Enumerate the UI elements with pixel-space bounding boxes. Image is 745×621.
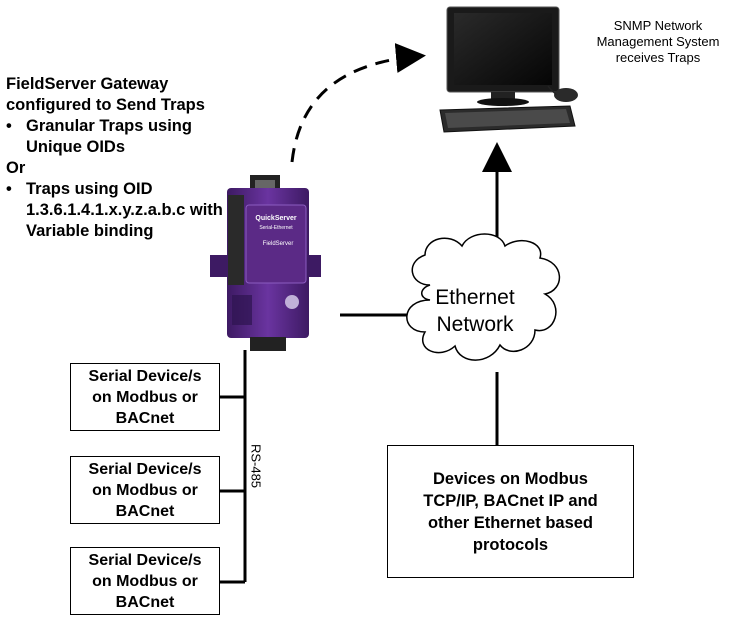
cloud-label-line2: Network — [436, 313, 514, 336]
device-subtitle: Serial-Ethernet — [259, 225, 293, 231]
computer-icon — [439, 6, 578, 133]
serial-device-2-line1: Serial Device/s — [88, 460, 202, 478]
option-2: • Traps using OID 1.3.6.1.4.1.x.y.z.a.b.… — [6, 179, 236, 242]
serial-device-3-line1: Serial Device/s — [88, 551, 202, 569]
serial-device-3-line3: BACnet — [115, 593, 175, 611]
trap-arrow — [290, 43, 426, 163]
device-brand: QuickServer — [255, 215, 297, 222]
ethernet-devices-line1: Devices on Modbus — [433, 469, 588, 488]
cloud-label: Ethernet Network — [405, 284, 545, 338]
quickserver-device: QuickServer Serial-Ethernet FieldServer — [210, 175, 321, 351]
ethernet-devices-box: Devices on Modbus TCP/IP, BACnet IP and … — [387, 445, 634, 578]
serial-device-2-line2: on Modbus or — [92, 481, 198, 499]
rs485-label: RS-485 — [248, 443, 264, 489]
or-label: Or — [6, 159, 26, 177]
snmp-caption: SNMP Network Management System receives … — [596, 18, 720, 65]
gateway-description: FieldServer Gateway configured to Send T… — [6, 74, 236, 242]
gateway-title: FieldServer Gateway configured to Send T… — [6, 75, 205, 114]
option-1: • Granular Traps using Unique OIDs — [6, 116, 236, 158]
ethernet-devices-line3: other Ethernet based — [427, 513, 594, 532]
ethernet-devices-line2: TCP/IP, BACnet IP and — [423, 491, 598, 510]
serial-device-2-line3: BACnet — [115, 502, 175, 520]
serial-device-box-3: Serial Device/s on Modbus or BACnet — [70, 547, 220, 615]
cloud-label-line1: Ethernet — [435, 286, 515, 309]
option-1-text: Granular Traps using Unique OIDs — [26, 117, 192, 156]
serial-device-1-line3: BACnet — [115, 409, 175, 427]
serial-device-3-line2: on Modbus or — [92, 572, 198, 590]
ethernet-devices-line4: protocols — [472, 535, 549, 554]
serial-device-1-line2: on Modbus or — [92, 388, 198, 406]
serial-device-box-1: Serial Device/s on Modbus or BACnet — [70, 363, 220, 431]
serial-device-1-line1: Serial Device/s — [88, 367, 202, 385]
ethernet-cloud — [406, 233, 561, 361]
serial-device-box-2: Serial Device/s on Modbus or BACnet — [70, 456, 220, 524]
device-logo: FieldServer — [263, 241, 294, 247]
option-2-text: Traps using OID 1.3.6.1.4.1.x.y.z.a.b.c … — [26, 180, 223, 240]
